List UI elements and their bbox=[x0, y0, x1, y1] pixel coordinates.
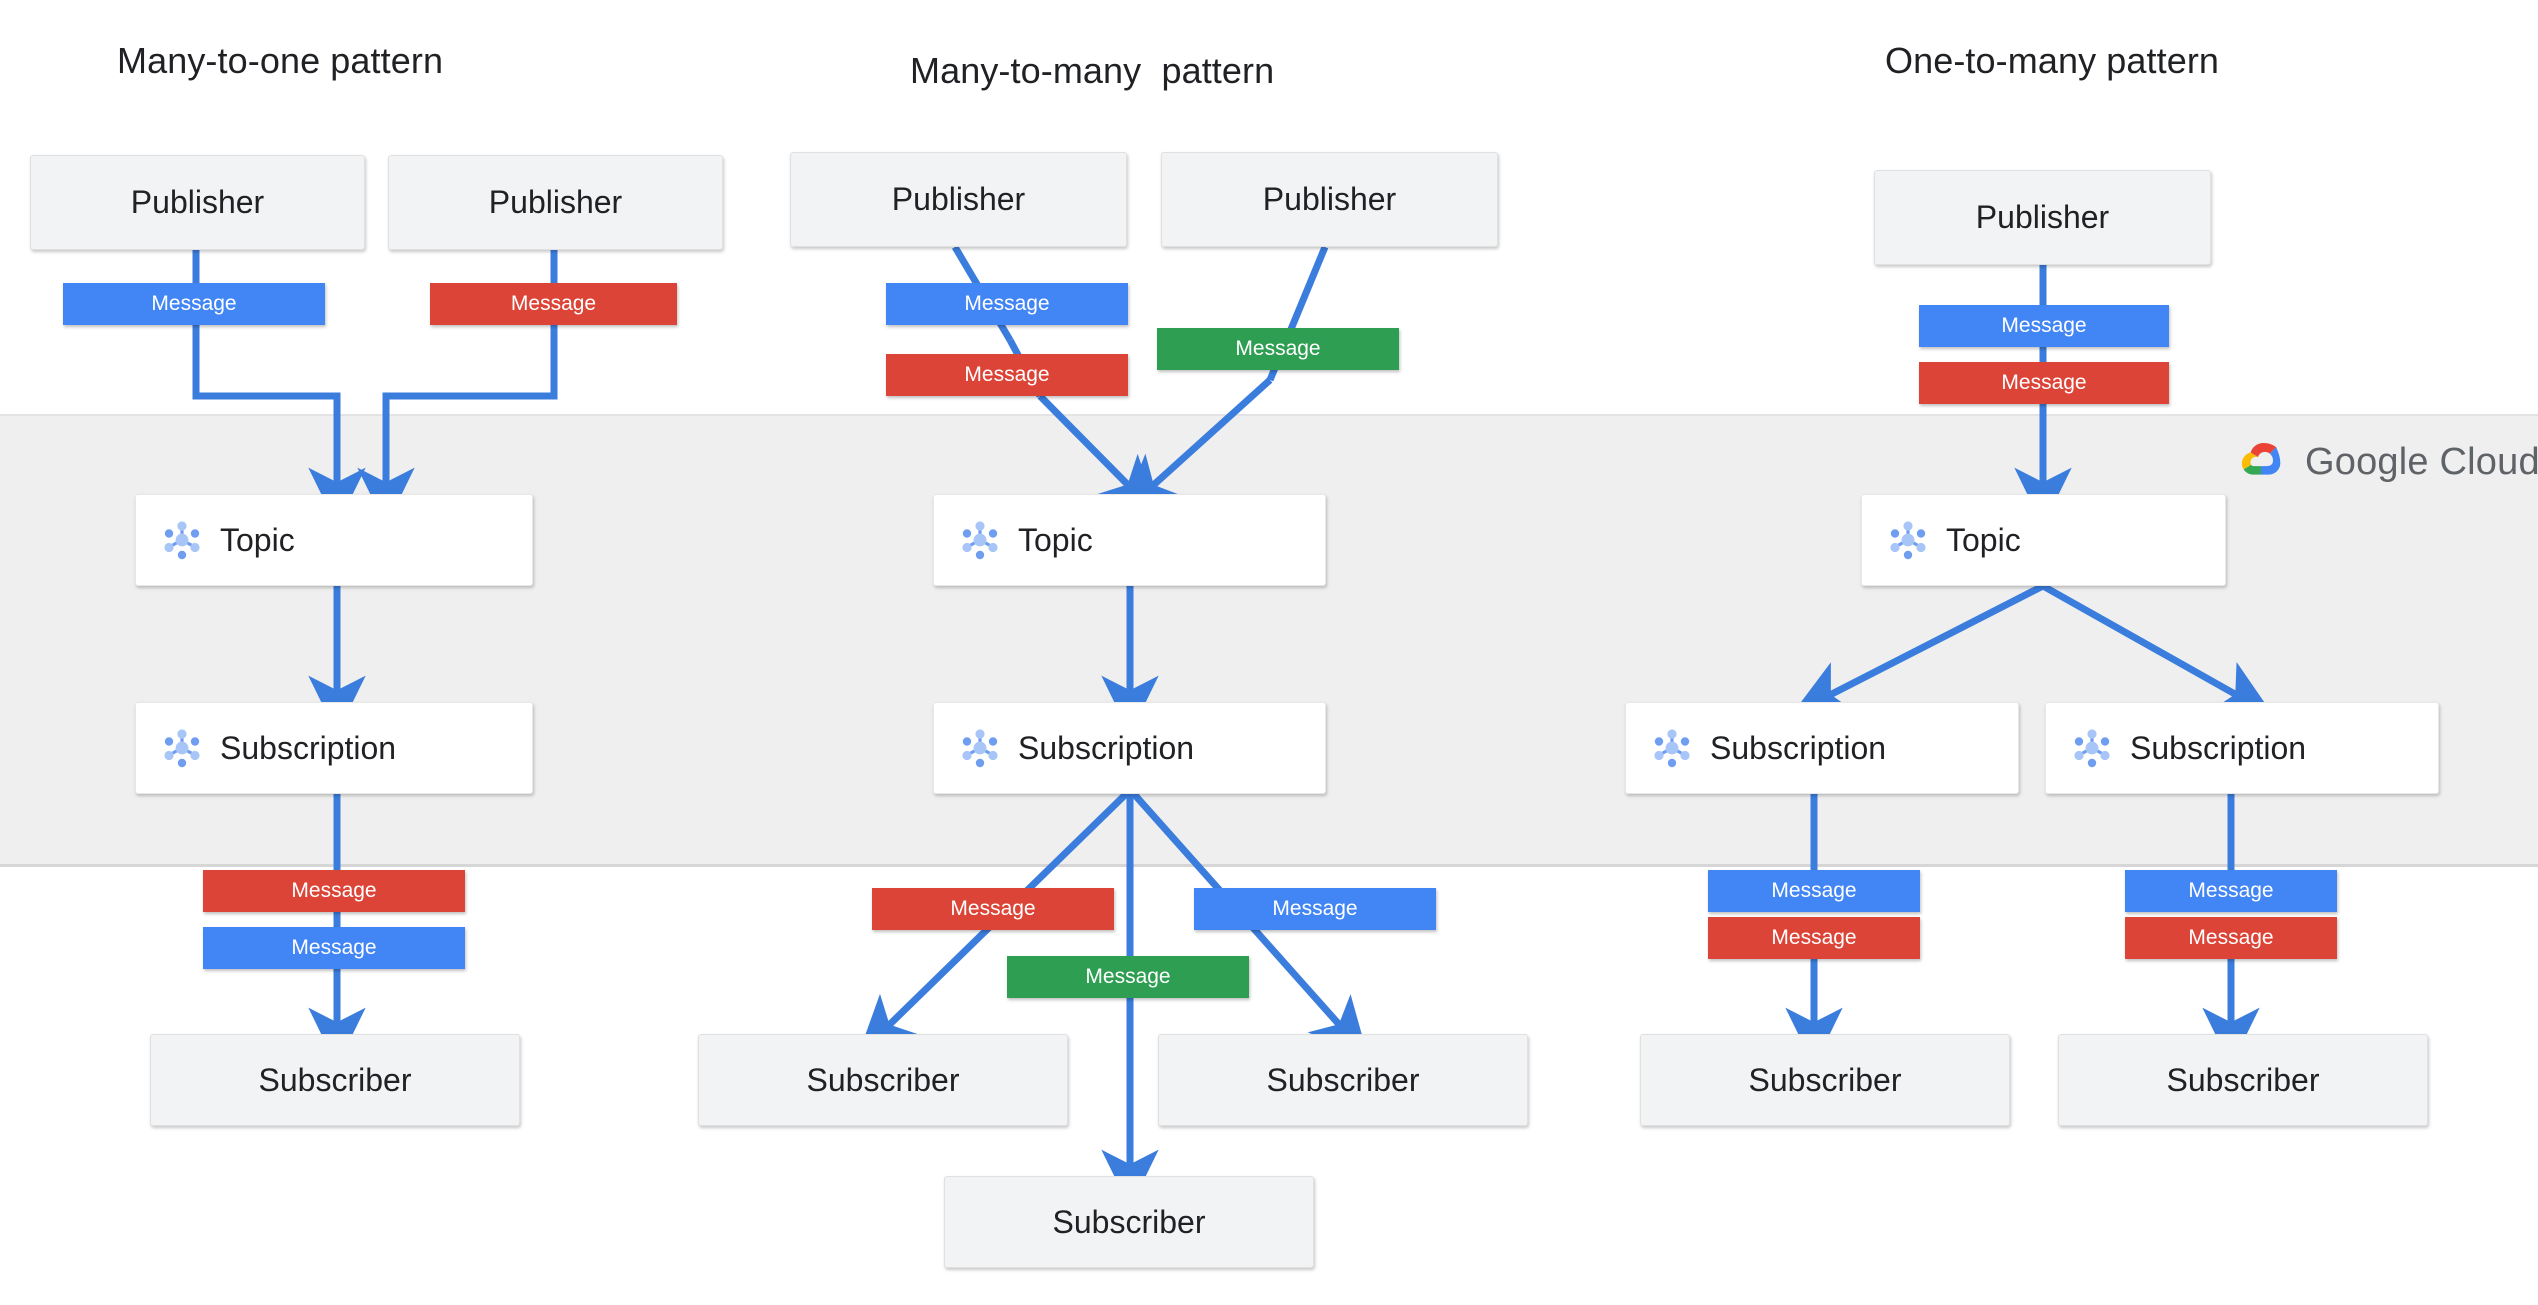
message-chip-m-msg-pub-blue[interactable]: Message bbox=[886, 283, 1128, 325]
node-r-subscriber-2[interactable]: Subscriber bbox=[2058, 1034, 2428, 1126]
node-label: Subscriber bbox=[1748, 1061, 1902, 1098]
google-cloud-wordmark: Google Cloud bbox=[2305, 440, 2538, 483]
message-chip-r-msg-out2-red[interactable]: Message bbox=[2125, 917, 2337, 959]
message-chip-r-msg-out1-red[interactable]: Message bbox=[1708, 917, 1920, 959]
node-label: Publisher bbox=[130, 184, 265, 220]
message-chip-m-msg-out-red[interactable]: Message bbox=[872, 888, 1114, 930]
node-l-subscriber[interactable]: Subscriber bbox=[150, 1034, 520, 1126]
node-label: Subscriber bbox=[806, 1061, 960, 1098]
pubsub-node-icon bbox=[1654, 729, 1690, 768]
pattern-heading-one-to-many: One-to-many pattern bbox=[1885, 40, 2220, 81]
message-chip-r-msg-out1-blue[interactable]: Message bbox=[1708, 870, 1920, 912]
node-label: Subscription bbox=[1018, 729, 1195, 766]
pubsub-node-icon bbox=[2074, 729, 2110, 768]
pattern-heading-many-to-one: Many-to-one pattern bbox=[117, 40, 444, 81]
node-label: Subscription bbox=[220, 729, 397, 766]
message-chip-l-msg-pub-1[interactable]: Message bbox=[63, 283, 325, 325]
google-cloud-band bbox=[0, 414, 2538, 867]
node-label: Subscriber bbox=[1052, 1203, 1206, 1240]
message-chip-m-msg-pub-green[interactable]: Message bbox=[1157, 328, 1399, 370]
node-l-sub[interactable]: Subscription bbox=[135, 702, 533, 794]
node-r-topic[interactable]: Topic bbox=[1861, 494, 2226, 586]
node-label: Publisher bbox=[1262, 181, 1397, 217]
node-label: Subscriber bbox=[2166, 1061, 2320, 1098]
node-m-subscriber-3[interactable]: Subscriber bbox=[944, 1176, 1314, 1268]
pubsub-node-icon bbox=[164, 521, 200, 560]
message-chip-r-msg-out2-blue[interactable]: Message bbox=[2125, 870, 2337, 912]
pubsub-node-icon bbox=[164, 729, 200, 768]
node-l-topic[interactable]: Topic bbox=[135, 494, 533, 586]
node-m-subscriber-2[interactable]: Subscriber bbox=[1158, 1034, 1528, 1126]
message-chip-l-msg-out-1[interactable]: Message bbox=[203, 870, 465, 912]
google-cloud-cloud-icon bbox=[2241, 443, 2281, 475]
node-label: Publisher bbox=[1975, 199, 2110, 235]
message-chip-m-msg-out-green[interactable]: Message bbox=[1007, 956, 1249, 998]
node-label: Subscription bbox=[2130, 729, 2307, 766]
node-label: Subscriber bbox=[1266, 1061, 1420, 1098]
google-cloud-logo: Google Cloud bbox=[2235, 440, 2538, 484]
node-m-pub-2[interactable]: Publisher bbox=[1161, 152, 1498, 247]
node-r-sub-1[interactable]: Subscription bbox=[1625, 702, 2019, 794]
node-m-topic[interactable]: Topic bbox=[933, 494, 1326, 586]
node-m-pub-1[interactable]: Publisher bbox=[790, 152, 1127, 247]
message-chip-l-msg-pub-2[interactable]: Message bbox=[430, 283, 677, 325]
node-r-sub-2[interactable]: Subscription bbox=[2045, 702, 2439, 794]
pubsub-node-icon bbox=[1890, 521, 1926, 560]
node-label: Publisher bbox=[488, 184, 623, 220]
node-r-pub[interactable]: Publisher bbox=[1874, 170, 2211, 265]
pubsub-node-icon bbox=[962, 729, 998, 768]
node-label: Subscriber bbox=[258, 1061, 412, 1098]
message-chip-r-msg-pub-red[interactable]: Message bbox=[1919, 362, 2169, 404]
pattern-heading-many-to-many: Many-to-many pattern bbox=[910, 50, 1275, 91]
message-chip-r-msg-pub-blue[interactable]: Message bbox=[1919, 305, 2169, 347]
node-m-sub[interactable]: Subscription bbox=[933, 702, 1326, 794]
node-l-pub-2[interactable]: Publisher bbox=[388, 155, 723, 250]
node-label: Subscription bbox=[1710, 729, 1887, 766]
message-chip-m-msg-out-blue[interactable]: Message bbox=[1194, 888, 1436, 930]
node-label: Topic bbox=[1946, 521, 2021, 558]
message-chip-m-msg-pub-red[interactable]: Message bbox=[886, 354, 1128, 396]
node-m-subscriber-1[interactable]: Subscriber bbox=[698, 1034, 1068, 1126]
pubsub-node-icon bbox=[962, 521, 998, 560]
node-label: Publisher bbox=[891, 181, 1026, 217]
node-label: Topic bbox=[1018, 521, 1093, 558]
message-chip-l-msg-out-2[interactable]: Message bbox=[203, 927, 465, 969]
node-l-pub-1[interactable]: Publisher bbox=[30, 155, 365, 250]
node-r-subscriber-1[interactable]: Subscriber bbox=[1640, 1034, 2010, 1126]
node-label: Topic bbox=[220, 521, 295, 558]
